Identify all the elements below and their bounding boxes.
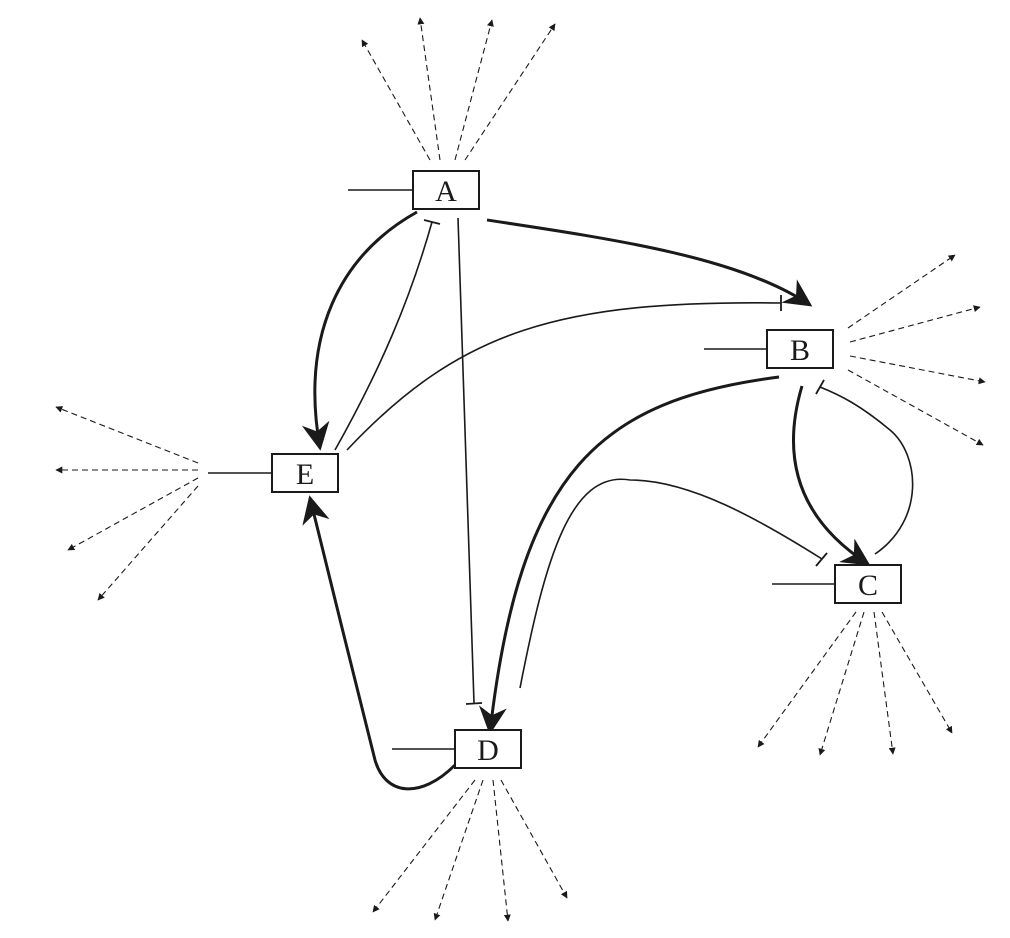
edge-a-to-e bbox=[301, 210, 418, 451]
bar-a-inhibits-d bbox=[465, 702, 483, 705]
edge-b-to-d bbox=[478, 375, 780, 735]
dashed-signals-a bbox=[361, 17, 556, 161]
node-b-box bbox=[766, 329, 834, 369]
node-d[interactable]: D bbox=[454, 729, 522, 769]
dashed-signals-e bbox=[55, 406, 199, 601]
bar-c-inhibits-b bbox=[815, 379, 825, 395]
edge-d-to-e bbox=[302, 495, 457, 791]
node-e-label: E bbox=[296, 458, 314, 491]
edge-c-inhibits-b bbox=[819, 386, 914, 555]
edge-e-inhibits-a bbox=[334, 221, 433, 451]
node-a-box bbox=[412, 170, 480, 210]
edge-b-to-c bbox=[791, 385, 871, 566]
dashed-signals-c bbox=[757, 611, 953, 756]
edge-d-inhibits-c bbox=[519, 478, 823, 689]
node-e-box bbox=[271, 453, 339, 493]
node-c-box bbox=[834, 564, 902, 604]
edge-e-inhibits-b bbox=[346, 302, 782, 451]
edge-a-to-b bbox=[486, 218, 813, 307]
edge-a-inhibits-d bbox=[457, 217, 475, 704]
node-a[interactable]: A bbox=[412, 170, 480, 210]
node-a-label: A bbox=[435, 175, 457, 208]
node-c[interactable]: C bbox=[834, 564, 902, 604]
node-e[interactable]: E bbox=[271, 453, 339, 493]
bar-d-inhibits-c bbox=[815, 552, 828, 567]
dashed-signals-b bbox=[847, 254, 986, 446]
node-c-label: C bbox=[858, 569, 878, 602]
dashed-signals-d bbox=[372, 779, 568, 922]
node-d-box bbox=[454, 729, 522, 769]
bar-e-inhibits-a bbox=[423, 219, 441, 225]
node-b[interactable]: B bbox=[766, 329, 834, 369]
input-stubs bbox=[208, 189, 835, 750]
node-d-label: D bbox=[477, 734, 499, 767]
node-b-label: B bbox=[790, 334, 810, 367]
